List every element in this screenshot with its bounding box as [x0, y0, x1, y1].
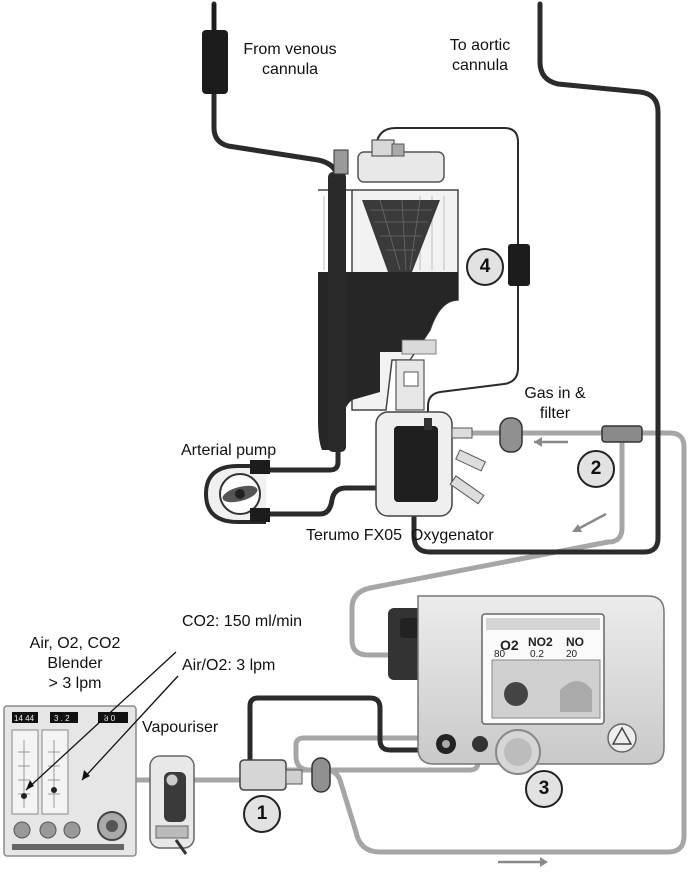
marker-1: 1 [243, 795, 281, 833]
monitor-sample-line [247, 695, 443, 763]
monitor-o2-value: 80 [494, 649, 506, 660]
aortic-cannula-label: To aortic cannula [449, 37, 511, 74]
marker-2: 2 [577, 450, 615, 488]
venous-line-lower [211, 89, 339, 175]
monitor-no-value: 20 [566, 649, 578, 660]
gas-return-loop [285, 430, 687, 855]
blood-lines [211, 1, 661, 763]
gas-in-filter-label: Gas in & filter [524, 385, 586, 422]
gas-blender: 14 44 3 . 2 8 0 [3, 705, 137, 857]
gas-filter [499, 417, 643, 453]
blender-display-right: 8 0 [104, 714, 116, 723]
monitor-no-label: NO [566, 635, 584, 649]
sample-line-thin-lower [427, 285, 519, 421]
monitor-no2-label: NO2 [528, 635, 553, 649]
vaporiser [149, 755, 195, 855]
flow-arrow-diagonal-icon [572, 512, 607, 532]
co2-flow-label: CO2: 150 ml/min [182, 613, 303, 630]
air-o2-pointer-line [81, 675, 179, 781]
pump-outlet-line [259, 485, 381, 517]
marker-3: 3 [525, 770, 563, 808]
venous-cannula-label: From venous cannula [243, 41, 337, 78]
flow-arrow-left-icon [534, 437, 568, 447]
reservoir-assembly [318, 139, 459, 452]
vaporiser-label: Vapouriser [142, 719, 219, 736]
no-monitor-device: O2 80 NO2 0.2 NO 20 [388, 595, 665, 775]
blender-label: Air, O2, CO2 Blender > 3 lpm [29, 635, 121, 692]
gas-junction [239, 757, 331, 793]
gas-branch [349, 437, 625, 658]
transducer-4 [508, 244, 530, 286]
pump-inlet-line [259, 447, 341, 473]
oxygenator-label: Terumo FX05 Oxygenator [306, 527, 494, 544]
co2-pointer-line [25, 651, 177, 791]
blender-display-left: 14 44 [14, 714, 35, 723]
air-o2-flow-label: Air/O2: 3 lpm [182, 657, 276, 674]
venous-clamp [202, 30, 228, 94]
arterial-pump [203, 460, 270, 524]
oxygenator [375, 411, 487, 517]
monitor-o2-label: O2 [500, 637, 519, 653]
marker-4: 4 [466, 248, 504, 286]
arterial-pump-label: Arterial pump [181, 442, 277, 459]
blender-display-mid: 3 . 2 [54, 714, 70, 723]
sample-line-thin [375, 127, 519, 249]
aortic-line [411, 1, 661, 555]
gas-lines [117, 430, 687, 855]
monitor-no2-value: 0.2 [530, 649, 544, 660]
flow-arrow-right-icon [498, 857, 548, 867]
